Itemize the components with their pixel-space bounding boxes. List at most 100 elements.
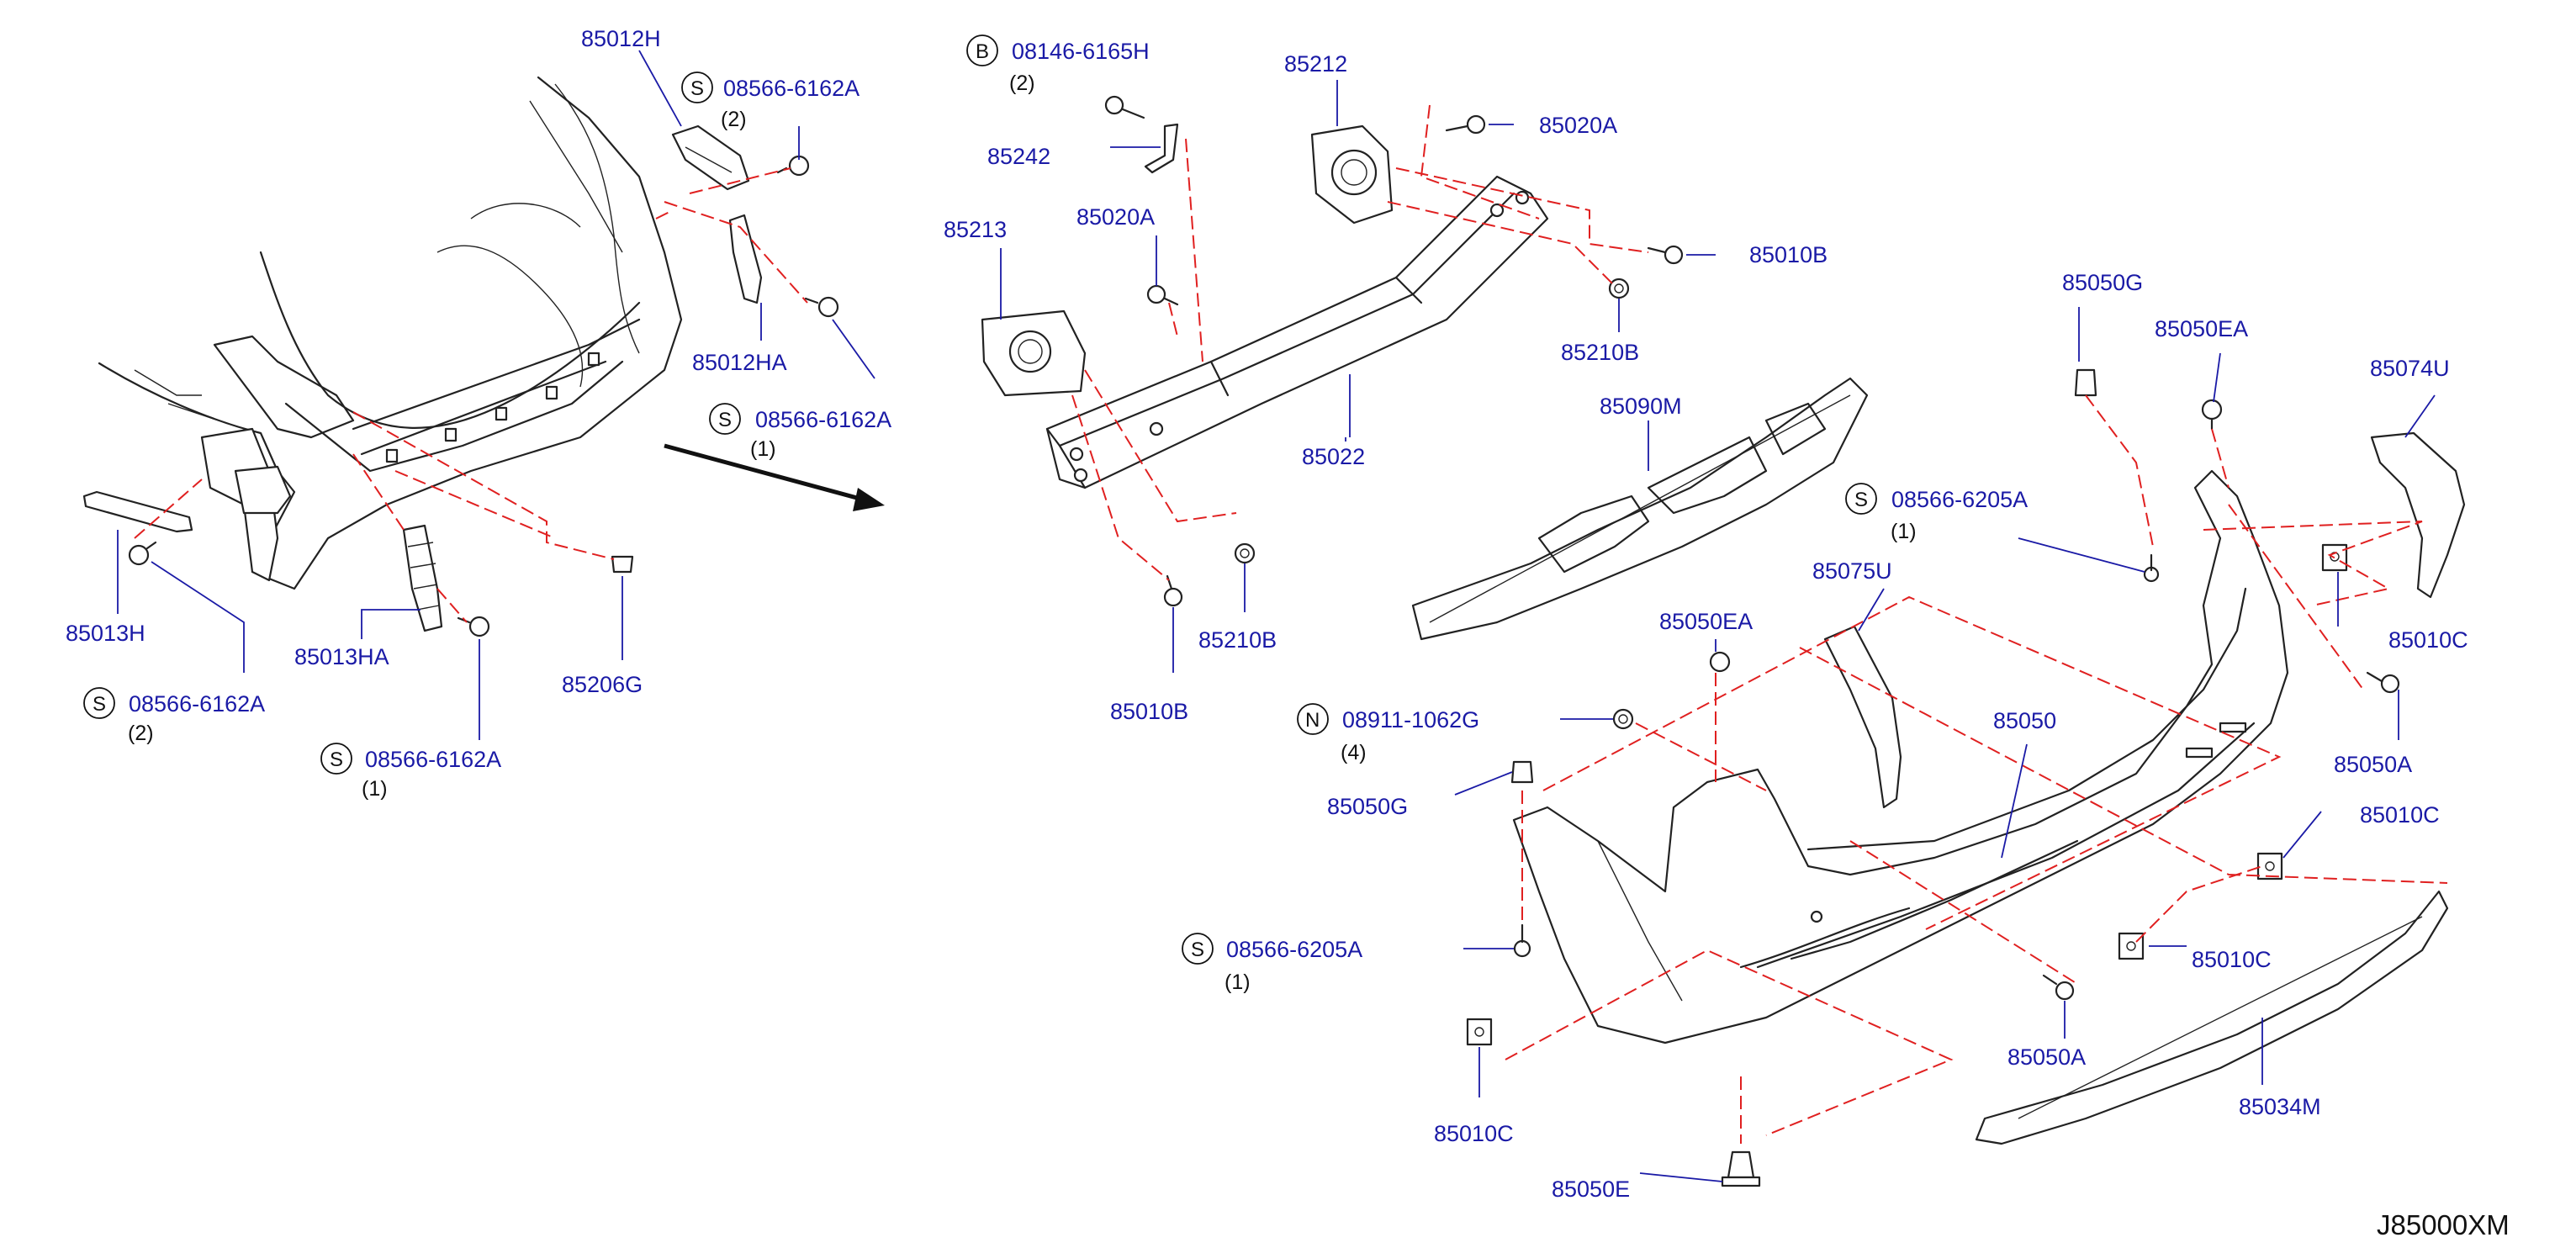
label-85020a-top: 85020A [1539,113,1617,138]
nut-85010c-mid [2118,932,2145,960]
screw-left-3 [128,541,157,566]
label-85010c-right: 85010C [2388,627,2468,653]
label-85012ha: 85012HA [692,350,787,375]
direction-arrow [664,443,885,511]
callout-s4-code: 08566-6162A [365,747,501,772]
screw-08566-6205a-top [2143,553,2160,583]
nut-85010c-left [1466,1018,1493,1046]
bracket-85012h [671,124,750,191]
label-85012h: 85012H [581,26,661,51]
callout-s6-qty: (1) [1225,970,1251,994]
bolt-85020a-mid [1146,284,1179,306]
side-piece-85075u [1823,625,1902,809]
label-85213: 85213 [944,217,1007,242]
callout-s2-qty: (1) [750,437,776,461]
callout-s3: S 08566-6162A (2) [83,687,265,745]
clip-85206g [611,555,634,574]
callout-s2-code: 08566-6162A [755,407,891,432]
reinforcement-85022 [1045,175,1549,489]
clip-85050g-top [2074,368,2097,397]
label-85075u: 85075U [1812,558,1892,584]
bracket-85013ha [402,524,443,632]
nut-85210b-bottom [1234,542,1256,564]
label-85050a-mid: 85050A [2007,1044,2086,1070]
callout-s5-symbol: S [1854,489,1868,511]
label-85050: 85050 [1993,708,2056,733]
callout-s1-qty: (2) [721,108,747,131]
callout-s3-qty: (2) [128,722,154,745]
bolt-08146 [1104,95,1145,119]
label-85010c-mid: 85010C [2192,947,2272,972]
label-85242: 85242 [987,144,1050,169]
label-85210b-bottom: 85210B [1198,627,1277,653]
bolt-85010b-right [1647,245,1684,265]
bracket-85212 [1310,124,1394,225]
grommet-85050ea-mid [1709,651,1731,673]
label-85013ha: 85013HA [294,644,389,669]
middle-guide-lines [1071,104,1649,581]
label-85206g: 85206G [562,672,643,697]
nut-08911-1062g [1612,708,1634,730]
side-piece-85074u [2370,431,2466,599]
callout-s4-symbol: S [330,748,343,771]
label-85050g-left: 85050G [1327,794,1408,819]
label-85050ea-mid: 85050EA [1659,609,1753,634]
nut-85210b-right [1608,278,1630,299]
callout-n1-qty: (4) [1341,741,1367,764]
callout-s5-code: 08566-6205A [1891,487,2028,512]
clip-85050e [1721,1150,1761,1187]
callout-b1-code: 08146-6165H [1012,39,1150,64]
callout-s2-symbol: S [718,409,732,431]
screw-left-2 [804,296,839,318]
grommet-85050ea-top [2201,399,2223,431]
label-85010c-left: 85010C [1434,1121,1514,1146]
callout-s1-code: 08566-6162A [723,76,860,101]
label-85013h: 85013H [66,621,145,646]
label-85074u: 85074U [2370,356,2450,381]
screw-left-4 [457,616,490,637]
callout-b1: B 08146-6165H (2) [966,34,1150,95]
callout-s6-symbol: S [1191,939,1204,961]
callout-b1-qty: (2) [1009,71,1035,95]
part-labels: 85012H 85012HA 85013H 85013HA 85206G 852… [66,26,2468,1202]
left-guide-lines [134,167,808,623]
label-85010b-bottom: 85010B [1110,699,1188,724]
bolt-85010b-bottom [1163,574,1183,607]
callout-n1: N 08911-1062G (4) [1297,703,1479,764]
label-85050a-right: 85050A [2334,752,2412,777]
label-85090m: 85090M [1600,394,1682,419]
label-85020a-mid: 85020A [1076,204,1155,230]
label-85034m: 85034M [2239,1094,2321,1119]
label-85050g-top: 85050G [2062,270,2143,295]
vehicle-rear-body [98,76,683,590]
bolt-85020a-top [1445,114,1486,135]
callout-s4-qty: (1) [362,777,388,801]
callout-s2: S 08566-6162A (1) [709,403,891,461]
label-85212: 85212 [1284,51,1347,77]
callout-b1-symbol: B [976,40,989,63]
bracket-85013h [82,490,193,533]
leader-lines [117,50,2436,1182]
bolt-85050a-right [2366,671,2400,694]
diagram-code: J85000XM [2377,1209,2510,1240]
callout-s3-symbol: S [93,693,106,716]
label-85010b-right: 85010B [1749,242,1828,267]
label-85022: 85022 [1302,444,1365,469]
bracket-85213 [981,309,1087,397]
fascia-85050 [1512,469,2289,1044]
callout-s3-code: 08566-6162A [129,691,265,717]
callout-n1-code: 08911-1062G [1342,707,1479,732]
callout-s5: S 08566-6205A (1) [1845,483,2028,543]
callout-s1: S 08566-6162A (2) [681,71,860,131]
label-85010c-right2: 85010C [2360,802,2440,828]
bolt-85050a-mid [2042,974,2075,1001]
callout-n1-symbol: N [1305,709,1320,732]
callout-s6-code: 08566-6205A [1226,937,1362,962]
screw-left-1 [776,155,810,177]
label-85050ea-top: 85050EA [2155,316,2248,341]
callout-s1-symbol: S [690,77,704,100]
callout-s5-qty: (1) [1891,520,1917,543]
label-85210b-right: 85210B [1561,340,1639,365]
clip-85050g-left [1510,760,1534,784]
